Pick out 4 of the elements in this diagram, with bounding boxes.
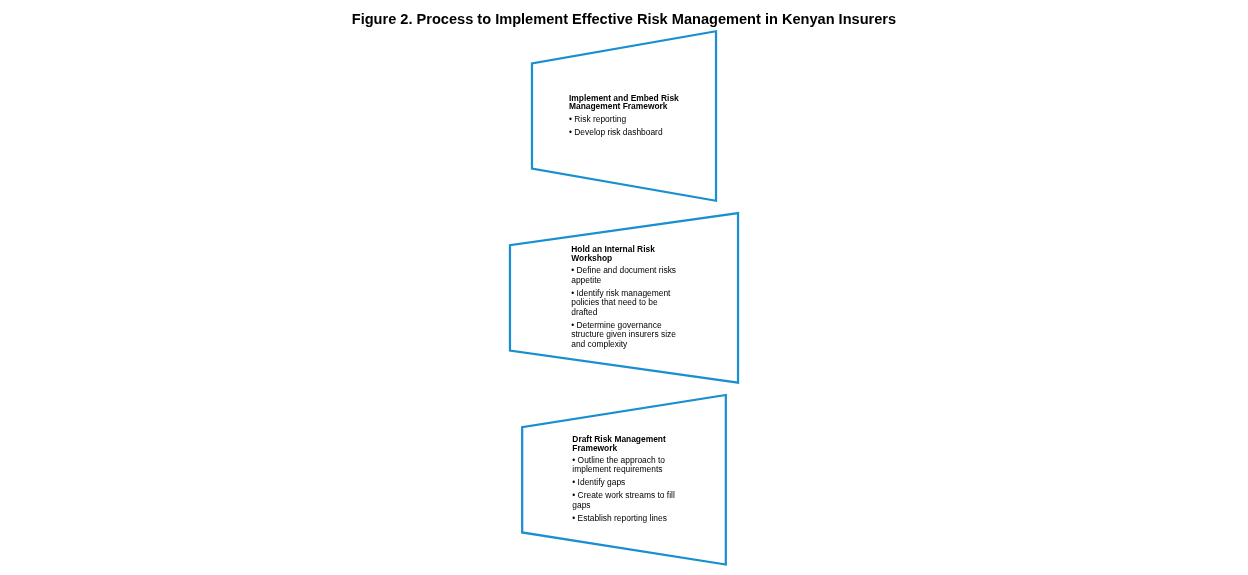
node-box: Draft Risk Management Framework • Outline the approach to implement requirements • Identify gaps • Create work streams to fill gaps • Establish reporting lines — [521, 393, 727, 566]
diagram-title: Figure 2. Process to Implement Effective Risk Management in Kenyan Insurers — [351, 10, 897, 27]
node-box: Hold an Internal Risk Workshop • Define and document risks appetite • Identify risk management policies that need to be drafted • Determine governance structure given insurers size and complexity — [508, 211, 740, 384]
node-box: Implement and Embed Risk Management Framework • Risk reporting • Develop risk dashboard — [530, 29, 718, 203]
